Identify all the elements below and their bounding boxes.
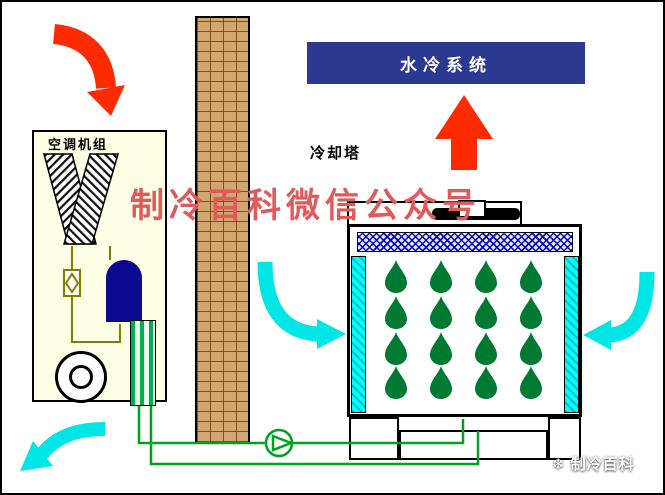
unit-fan-hub: [69, 365, 93, 389]
snowflake-icon: ❄: [552, 455, 566, 473]
tower-air-inlet-left: [351, 256, 366, 413]
cooling-tower-body: [347, 224, 582, 417]
water-pump: [264, 428, 295, 458]
cyan-arrow-bottom-left: [20, 422, 106, 471]
title-banner-label: 水冷系统: [400, 55, 492, 75]
brand-logo: ❄ 制冷百科: [552, 453, 635, 474]
tower-basin: [399, 430, 548, 460]
brick-wall-column: [195, 16, 250, 444]
ac-unit-label: 空调机组: [48, 137, 109, 152]
red-up-arrow: [435, 95, 493, 170]
red-curved-arrow: [52, 24, 125, 116]
tower-leg-left: [349, 417, 399, 460]
cyan-arrow-left: [257, 261, 346, 349]
compressor: [106, 260, 142, 322]
tower-leg-right: [548, 417, 581, 460]
watermark-text: 制冷百科微信公众号: [130, 187, 481, 225]
brand-logo-text: 制冷百科: [570, 456, 635, 473]
cyan-arrow-right: [583, 271, 655, 350]
filter-strainer: [130, 320, 156, 406]
title-banner: 水冷系统: [307, 42, 585, 84]
tower-air-inlet-right: [564, 256, 579, 413]
tower-fill-eliminator: [357, 232, 573, 252]
cooling-tower-label: 冷却塔: [310, 145, 362, 162]
